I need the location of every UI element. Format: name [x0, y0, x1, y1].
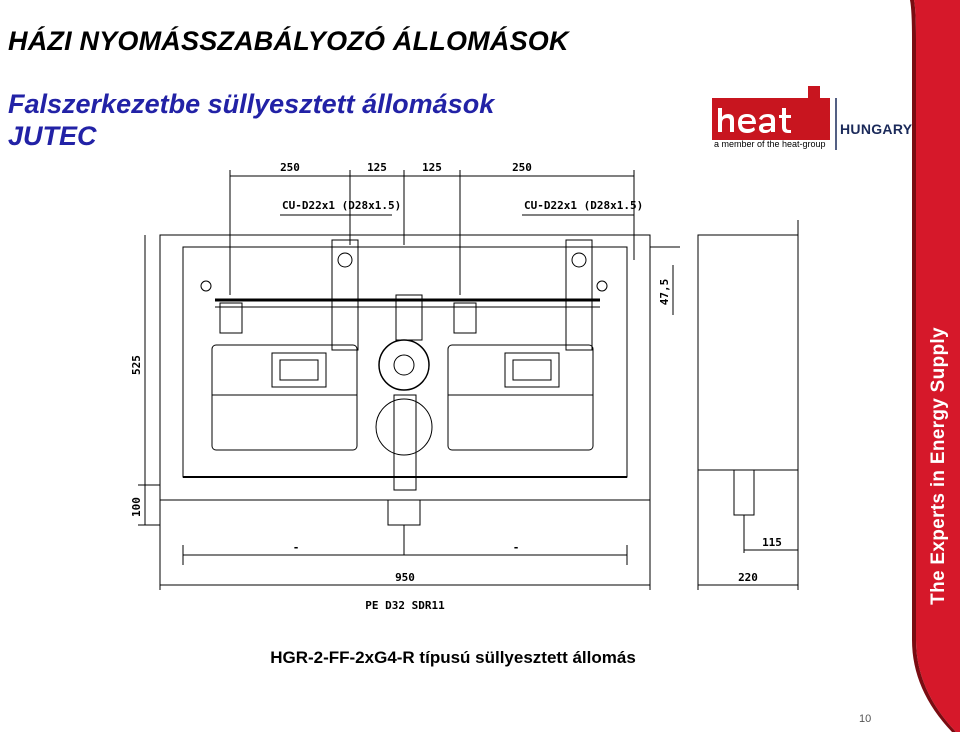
regulator-stem [395, 294, 423, 341]
side-view-stub [733, 469, 755, 516]
dim-label-pipe-right: CU-D22x1 (D28x1.5) [524, 199, 643, 212]
heat-logo [712, 86, 837, 150]
regulator-pipe [393, 394, 417, 491]
dim-mark-minus-left: - [293, 541, 300, 554]
logo-country: HUNGARY [840, 121, 913, 137]
inlet-stub [387, 499, 421, 526]
logo-chimney [808, 86, 820, 100]
dim-label-125-right: 125 [422, 161, 442, 174]
sidebar-shadow [910, 0, 956, 732]
screw-right [596, 280, 608, 292]
housing-inner [182, 246, 628, 478]
sidebar-band [910, 0, 960, 732]
meter-window-right [512, 359, 552, 381]
gas-meter-left [211, 344, 358, 451]
dim-label-220: 220 [738, 571, 758, 584]
dim-mark-minus-right: - [513, 541, 520, 554]
valve-right [453, 302, 477, 334]
meter-display-right [504, 352, 560, 388]
side-view-box [697, 234, 799, 471]
gas-meter-right [447, 344, 594, 451]
drawing-caption: HGR-2-FF-2xG4-R típusú süllyesztett állo… [270, 648, 636, 667]
dim-label-950: 950 [395, 571, 415, 584]
dim-label-115: 115 [762, 536, 782, 549]
dim-label-525: 525 [130, 355, 143, 375]
screw-left [200, 280, 212, 292]
meter-window-left [279, 359, 319, 381]
dim-label-250-left: 250 [280, 161, 300, 174]
dim-label-250-right: 250 [512, 161, 532, 174]
subtitle-line-2: JUTEC [8, 121, 97, 151]
regulator-center [393, 354, 415, 376]
dim-label-47-5: 47,5 [658, 279, 671, 306]
dim-label-100: 100 [130, 497, 143, 517]
regulator-body [378, 339, 430, 391]
dim-label-pe-pipe: PE D32 SDR11 [365, 599, 445, 612]
dim-label-125-left: 125 [367, 161, 387, 174]
slide-subtitle: Falszerkezetbe süllyesztett állomások JU… [8, 88, 494, 152]
sidebar-red-shape [914, 0, 960, 732]
valve-knob-right [571, 252, 587, 268]
logo-member-text: a member of the heat-group [714, 139, 826, 149]
technical-drawing: 250 125 125 250 CU-D22x1 (D28x1.5) CU-D2… [130, 161, 799, 612]
sidebar-tagline: The Experts in Energy Supply [928, 327, 949, 605]
subtitle-line-1: Falszerkezetbe süllyesztett állomások [8, 89, 495, 119]
slide-title: HÁZI NYOMÁSSZABÁLYOZÓ ÁLLOMÁSOK [8, 26, 569, 56]
riser-left [331, 239, 359, 351]
meter-display-left [271, 352, 327, 388]
page-number: 10 [859, 713, 872, 725]
valve-knob-left [337, 252, 353, 268]
logo-heat-wordmark [718, 108, 791, 133]
riser-right [565, 239, 593, 351]
dim-label-pipe-left: CU-D22x1 (D28x1.5) [282, 199, 401, 212]
valve-left [219, 302, 243, 334]
regulator-lower [375, 398, 433, 456]
housing-outer [159, 234, 651, 501]
